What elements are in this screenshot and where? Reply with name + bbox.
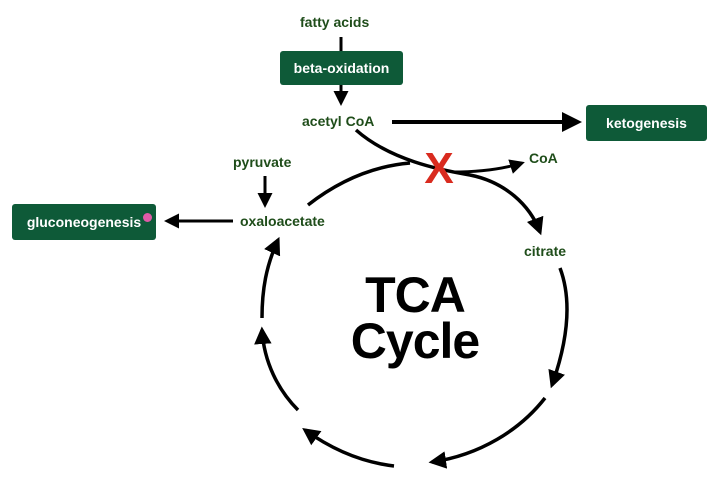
label-citrate: citrate	[524, 243, 567, 259]
arrow-acetyl-coa-to-citrate	[354, 128, 544, 236]
pointer-dot	[143, 213, 152, 222]
label-oxaloacetate: oxaloacetate	[240, 213, 325, 229]
cycle-arc-bottom	[302, 427, 395, 468]
arrow-coa-release	[451, 159, 525, 174]
cycle-arc-left-lower	[254, 326, 300, 412]
label-coa: CoA	[529, 150, 558, 166]
cycle-arc-left-upper	[260, 236, 281, 319]
cycle-title-line1: TCA	[365, 267, 466, 323]
box-gluconeogenesis: gluconeogenesis	[12, 204, 156, 240]
box-beta-oxidation: beta-oxidation	[280, 51, 403, 85]
box-ketogenesis: ketogenesis	[586, 105, 707, 141]
label-acetyl-coa: acetyl CoA	[302, 113, 375, 129]
cycle-arc-citrate-down	[548, 267, 569, 389]
blocked-step-x-mark: X	[424, 144, 454, 193]
label-pyruvate: pyruvate	[233, 154, 292, 170]
cycle-arc-top	[306, 161, 411, 207]
cycle-arc-right-lower	[428, 396, 547, 469]
label-fatty-acids: fatty acids	[300, 14, 370, 30]
cycle-title-line2: Cycle	[350, 313, 480, 369]
